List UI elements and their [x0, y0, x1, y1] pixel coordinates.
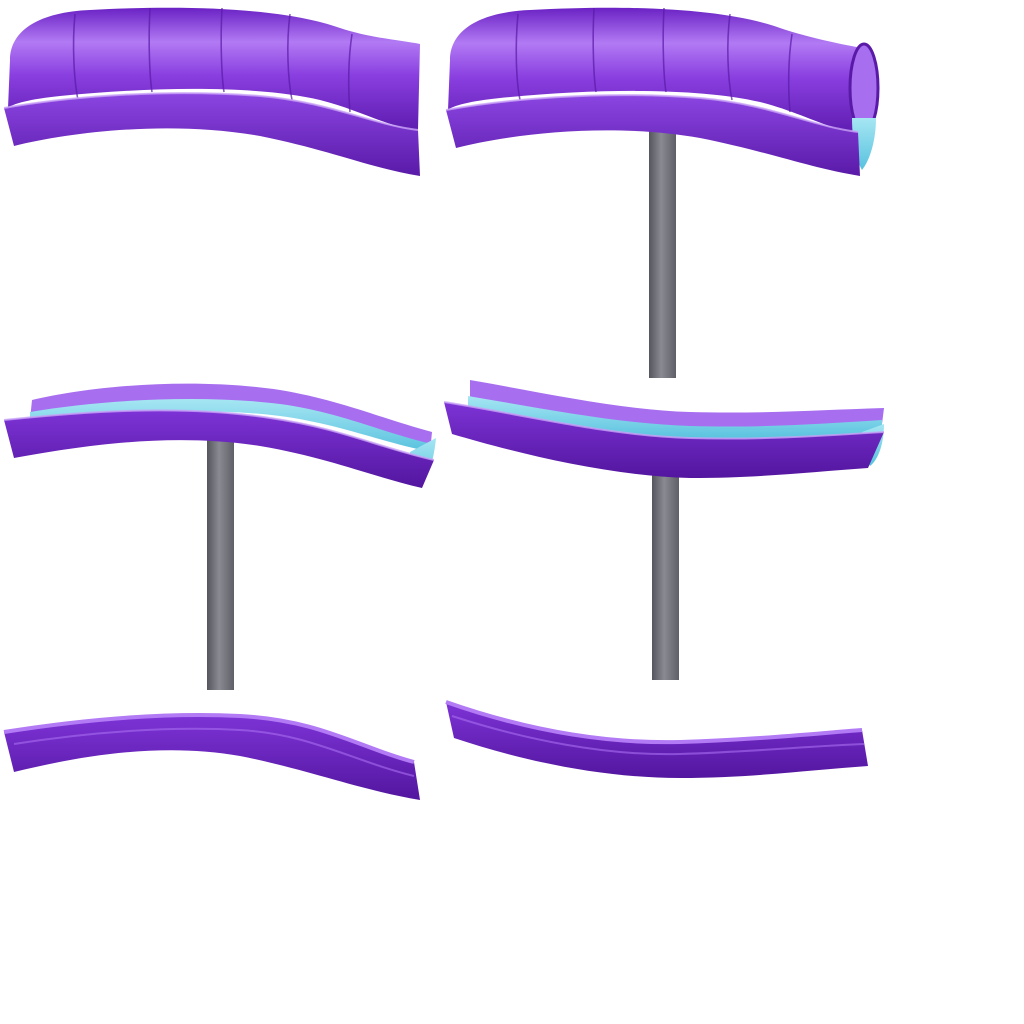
tube-body	[448, 7, 862, 134]
water-stream	[468, 396, 882, 440]
open-slide-channel-with-pole-alt	[443, 380, 885, 680]
strip-top-edge	[3, 712, 415, 764]
channel-back-wall	[470, 380, 884, 429]
channel-rim	[3, 409, 435, 461]
slide-rail-strip	[3, 712, 420, 800]
tube-slide-segment	[3, 7, 420, 176]
tube-lip-edge	[445, 94, 859, 133]
channel-back-wall	[30, 383, 432, 452]
tube-ring-lines	[72, 7, 353, 113]
tube-body	[8, 7, 420, 130]
strip-inner-highlight	[451, 715, 865, 756]
strip-inner-highlight	[13, 727, 415, 777]
open-slide-channel-with-pole	[3, 383, 436, 690]
channel-front-wall	[444, 402, 884, 478]
strip-top-edge	[445, 700, 863, 745]
strip-body	[446, 702, 868, 778]
tube-ring-lines	[515, 7, 793, 113]
tube-lower-lip	[446, 95, 860, 176]
tube-lip-edge	[3, 92, 419, 131]
tube-slide-segment-with-pole	[445, 7, 880, 378]
channel-rim	[443, 401, 885, 440]
support-pole	[649, 120, 676, 378]
strip-body	[4, 714, 420, 800]
support-pole	[207, 440, 234, 690]
support-pole	[652, 470, 679, 680]
slide-rail-strip-alt	[445, 700, 868, 778]
tube-lower-lip	[4, 93, 420, 176]
